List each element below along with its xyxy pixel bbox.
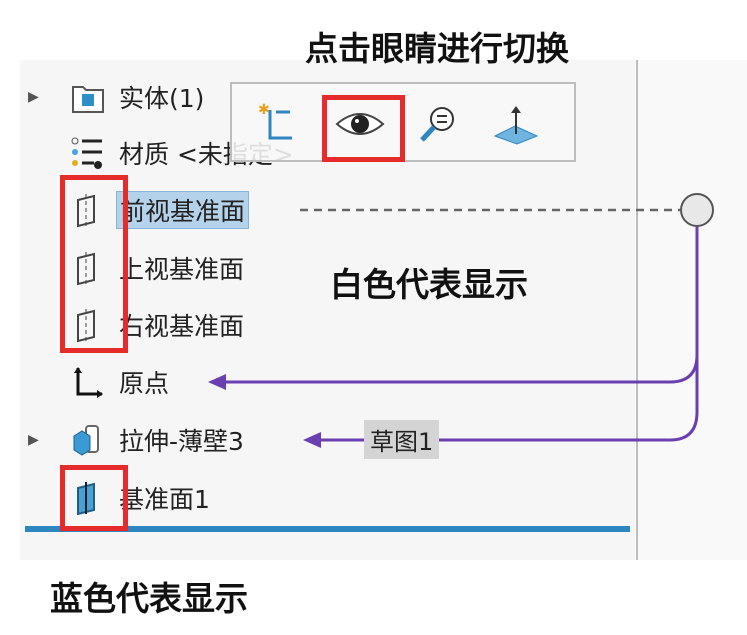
solid-bodies-folder-icon [70, 79, 106, 115]
svg-text:✱: ✱ [258, 102, 270, 118]
eye-icon [335, 113, 385, 135]
tree-item-right-plane[interactable]: 右视基准面 [70, 305, 247, 345]
annotation-top: 点击眼睛进行切换 [305, 29, 569, 68]
sketch-tag: 草图1 [364, 420, 440, 459]
plane-blue-icon [70, 480, 106, 516]
zoom-to-selection-icon [420, 107, 454, 142]
annotation-blue: 蓝色代表显示 [50, 579, 248, 618]
normal-to-icon [493, 106, 539, 145]
zoom-to-selection-button[interactable] [408, 94, 468, 154]
tree-item-plane1[interactable]: 基准面1 [70, 478, 213, 518]
eye-highlight-box [322, 95, 405, 162]
expand-icon[interactable]: ▶ [28, 432, 39, 448]
arrow-extrude [303, 432, 321, 448]
plane-outline-icon [70, 307, 106, 343]
sketch-icon: ✱ [258, 102, 292, 140]
arrow-origin [208, 374, 226, 390]
normal-to-button[interactable] [486, 94, 546, 154]
tree-item-extrude-thin[interactable]: ▶ 拉伸-薄壁3 [28, 420, 247, 460]
annotation-white: 白色代表显示 [330, 265, 528, 304]
sketch-button[interactable]: ✱ [246, 94, 306, 154]
material-icon [70, 135, 106, 171]
extrude-thin-icon [70, 422, 106, 458]
callout-anchor [680, 193, 714, 227]
plane-outline-icon [70, 250, 106, 286]
graphics-area [636, 60, 747, 560]
tree-item-front-plane[interactable]: 前视基准面 [70, 190, 250, 230]
white-planes-highlight-box [60, 175, 128, 353]
tree-end-bar [25, 526, 630, 532]
hide-show-button[interactable] [330, 94, 390, 154]
tree-item-top-plane[interactable]: 上视基准面 [70, 248, 247, 288]
blue-plane-highlight-box [60, 465, 128, 531]
plane-outline-icon [70, 192, 106, 228]
expand-icon[interactable]: ▶ [28, 89, 39, 105]
tree-item-origin[interactable]: 原点 [70, 362, 172, 402]
origin-icon [70, 364, 106, 400]
tree-item-solid-bodies[interactable]: ▶ 实体(1) [28, 77, 207, 117]
